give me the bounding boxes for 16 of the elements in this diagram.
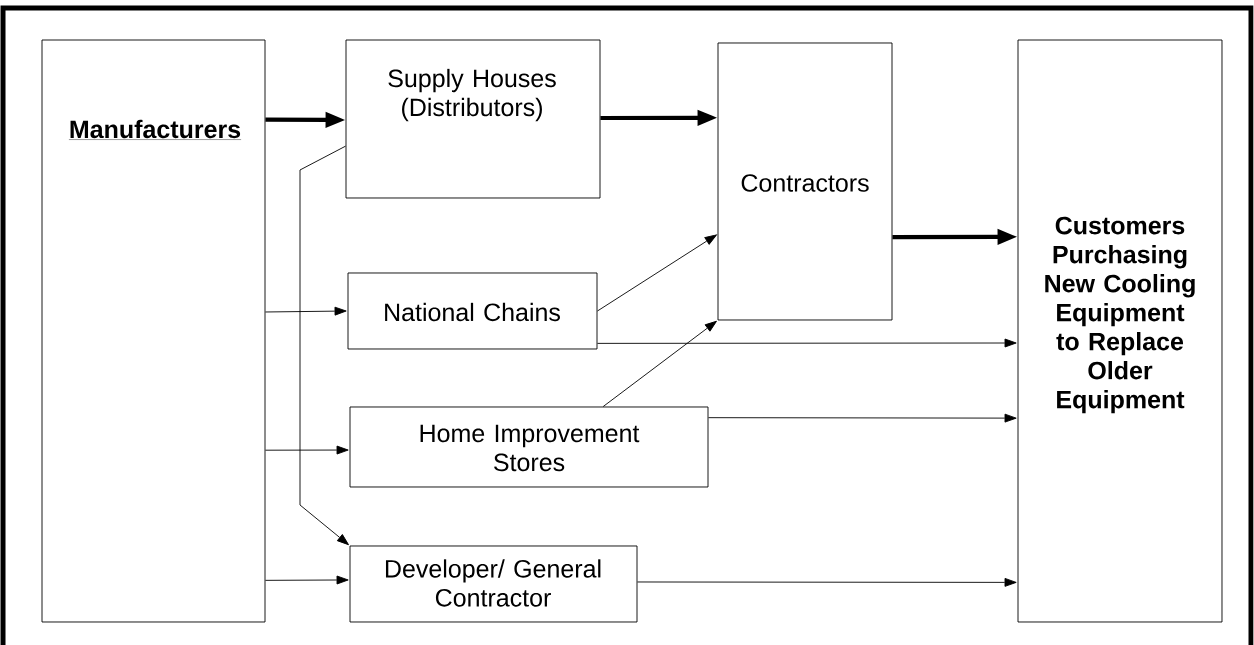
arrow (597, 338, 1017, 348)
process-box: Contractors (717, 42, 893, 321)
arrow (602, 320, 717, 407)
arrow (265, 306, 347, 316)
process-box: Manufacturers (41, 39, 266, 623)
arrow (708, 413, 1017, 423)
arrow (299, 145, 349, 546)
arrow (637, 577, 1017, 587)
process-box: National Chains (347, 272, 598, 350)
arrow (597, 234, 717, 312)
process-box: Developer/ General Contractor (349, 545, 638, 623)
arrow (265, 575, 349, 585)
process-box: Supply Houses (Distributors) (345, 39, 601, 199)
process-box: Customers Purchasing New Cooling Equipment to Replace Older Equipment (1017, 39, 1223, 623)
arrow (265, 445, 349, 455)
process-box: Home Improvement Stores (349, 406, 709, 488)
